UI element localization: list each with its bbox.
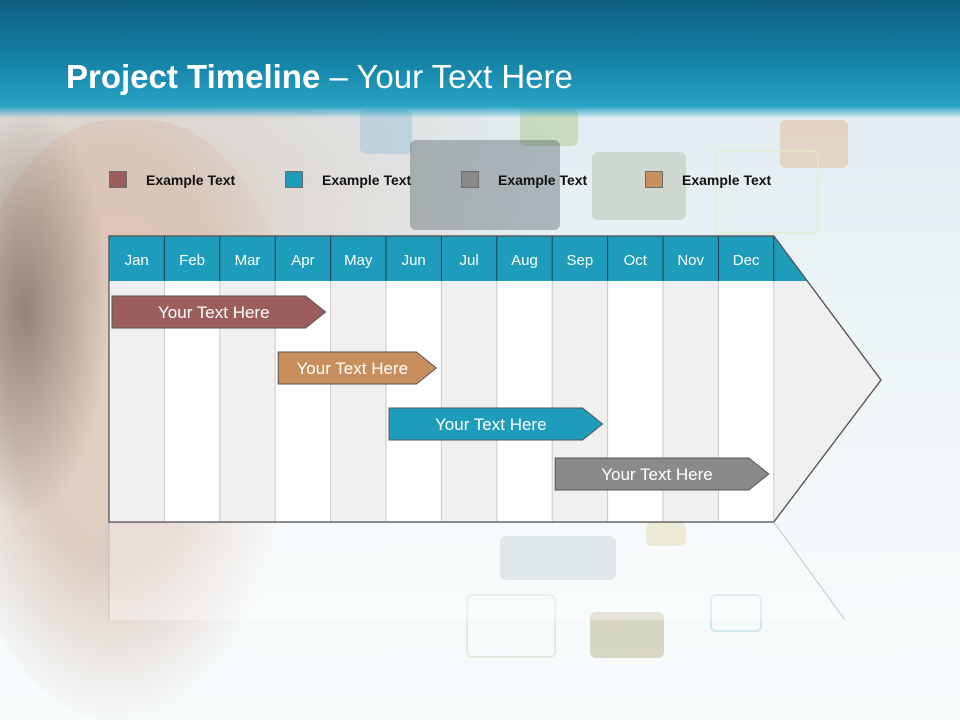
legend-label-2: Example Text: [322, 172, 412, 188]
background-tile: [710, 594, 762, 632]
task-label-3: Your Text Here: [435, 415, 547, 434]
legend-label-4: Example Text: [682, 172, 772, 188]
background-tile: [780, 120, 848, 168]
month-label-jan: Jan: [125, 252, 149, 269]
legend-swatch-1: [109, 171, 127, 188]
task-bar-1: [111, 295, 327, 329]
month-label-jul: Jul: [460, 252, 479, 269]
title-banner: [0, 0, 960, 118]
month-label-jun: Jun: [402, 252, 426, 269]
page-title-rest: – Your Text Here: [320, 58, 573, 95]
legend-swatch-2: [285, 171, 303, 188]
timeline-outline: [108, 235, 882, 523]
page-title-bold: Project Timeline: [66, 58, 321, 95]
task-label-2: Your Text Here: [297, 359, 409, 378]
legend-swatch-3: [461, 171, 479, 188]
background-tile: [410, 140, 560, 230]
background-tile: [646, 522, 686, 546]
page-title: Project Timeline – Your Text Here: [66, 58, 573, 96]
background-tile: [590, 612, 664, 658]
month-label-sep: Sep: [567, 252, 594, 269]
task-bar-3: [388, 407, 604, 441]
month-column-jul: [441, 281, 497, 522]
background-tile: [592, 152, 686, 220]
month-column-may: [330, 281, 386, 522]
task-bar-4: [554, 457, 770, 491]
timeline-reflection: [109, 522, 845, 620]
legend-swatch-4: [645, 171, 663, 188]
legend-label-3: Example Text: [498, 172, 588, 188]
month-label-may: May: [344, 252, 373, 269]
task-label-1: Your Text Here: [158, 303, 270, 322]
legend-label-1: Example Text: [146, 172, 236, 188]
background-tile: [500, 536, 616, 580]
month-column-aug: [496, 281, 553, 522]
month-header-band: [109, 236, 808, 281]
background-tile: [715, 150, 819, 234]
month-label-mar: Mar: [235, 252, 261, 269]
task-bar-2: [277, 351, 438, 385]
month-label-oct: Oct: [624, 252, 648, 269]
timeline-reflection-edge: [773, 521, 846, 621]
month-column-jun: [386, 281, 442, 522]
month-label-apr: Apr: [291, 252, 314, 269]
month-label-dec: Dec: [733, 252, 760, 269]
month-label-feb: Feb: [179, 252, 205, 269]
task-label-4: Your Text Here: [601, 465, 713, 484]
month-label-nov: Nov: [677, 252, 704, 269]
background-tile: [466, 594, 556, 658]
month-label-aug: Aug: [511, 252, 538, 269]
